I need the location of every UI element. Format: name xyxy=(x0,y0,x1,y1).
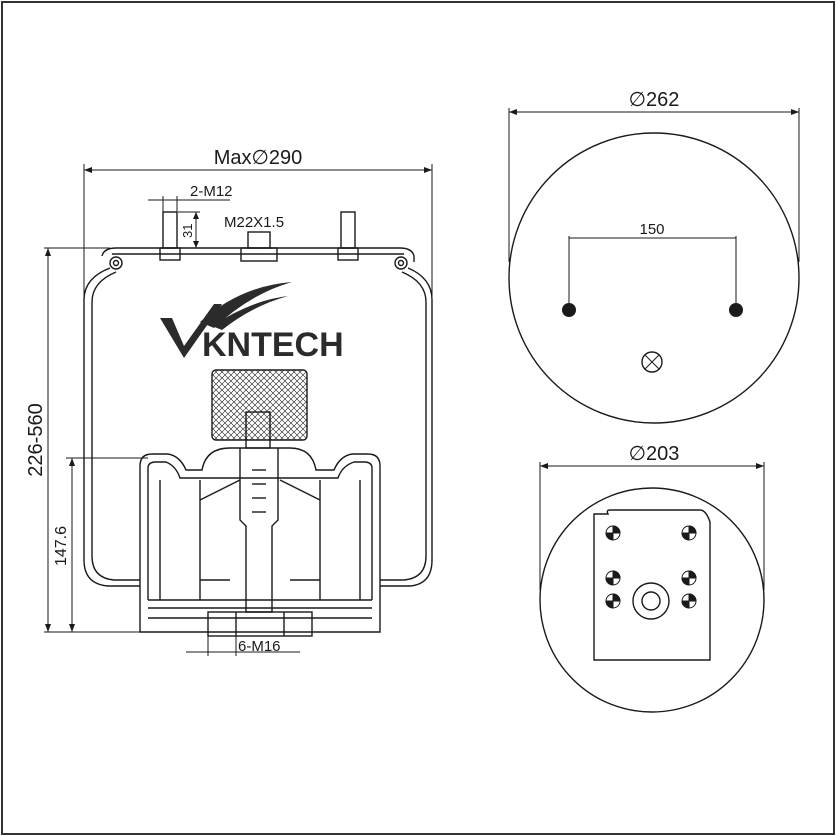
top-plate xyxy=(101,247,415,262)
dim-bottom-diameter: ∅203 xyxy=(629,443,680,465)
dim-bottom-bolts: 6-M16 xyxy=(238,638,281,655)
bellows-outer xyxy=(83,267,140,587)
center-boss xyxy=(632,582,670,620)
dim-bolt-spacing: 150 xyxy=(639,221,664,238)
air-fitting-thread xyxy=(247,231,271,249)
center-post xyxy=(245,411,271,449)
bottom-nut xyxy=(207,611,313,637)
top-view-fill xyxy=(509,109,799,317)
piston-inner xyxy=(147,461,373,600)
logo-v-mark xyxy=(160,304,222,358)
bolt-hole-2 xyxy=(681,525,697,541)
logo-swoosh xyxy=(200,282,292,328)
dim-top-diameter: ∅262 xyxy=(629,89,680,111)
side-view xyxy=(83,211,433,637)
logo-swoosh-2 xyxy=(212,296,288,330)
stud-left-base xyxy=(159,247,181,261)
crimp-left-inner xyxy=(112,259,120,267)
bolt-hole-3 xyxy=(605,570,621,586)
bolt-hole-4 xyxy=(681,570,697,586)
crimp-right-inner xyxy=(397,259,405,267)
dim-piston-height: 147.6 xyxy=(53,526,70,566)
dim-top-bolts: 2-M12 xyxy=(190,183,233,200)
center-post-body xyxy=(239,448,279,613)
stud-right-base xyxy=(337,247,359,261)
bellows-inner xyxy=(91,271,140,581)
bellows-outer-right xyxy=(380,267,433,587)
bolt-hole-5 xyxy=(605,593,621,609)
dim-stud-height: 31 xyxy=(180,224,195,238)
side-dimensions xyxy=(44,164,433,656)
stud-hole-left xyxy=(562,303,576,317)
bumper xyxy=(211,369,308,441)
bottom-view-circle xyxy=(539,487,765,713)
bottom-view xyxy=(539,462,765,713)
center-hole xyxy=(641,591,661,611)
top-view-circle xyxy=(508,132,800,424)
air-inlet-cross xyxy=(644,354,660,370)
stud-right xyxy=(340,211,356,249)
piston-gussets xyxy=(199,479,321,501)
logo-text: KNTECH xyxy=(202,326,344,364)
crimp-left xyxy=(109,256,123,270)
piston-outer xyxy=(139,447,381,633)
bolt-hole-6 xyxy=(681,593,697,609)
air-inlet-circle xyxy=(641,351,663,373)
bottom-plate xyxy=(593,509,711,661)
bottom-bolt-holes xyxy=(605,525,697,609)
bellows-inner-right xyxy=(380,271,427,581)
dim-max-diameter: Max∅290 xyxy=(214,147,303,169)
stud-hole-right xyxy=(729,303,743,317)
bolt-hole-1 xyxy=(605,525,621,541)
top-view xyxy=(508,108,800,424)
crimp-right xyxy=(394,256,408,270)
stud-left xyxy=(162,211,178,249)
dim-overall-height: 226-560 xyxy=(25,403,47,476)
dim-center-thread: M22X1.5 xyxy=(224,214,284,231)
